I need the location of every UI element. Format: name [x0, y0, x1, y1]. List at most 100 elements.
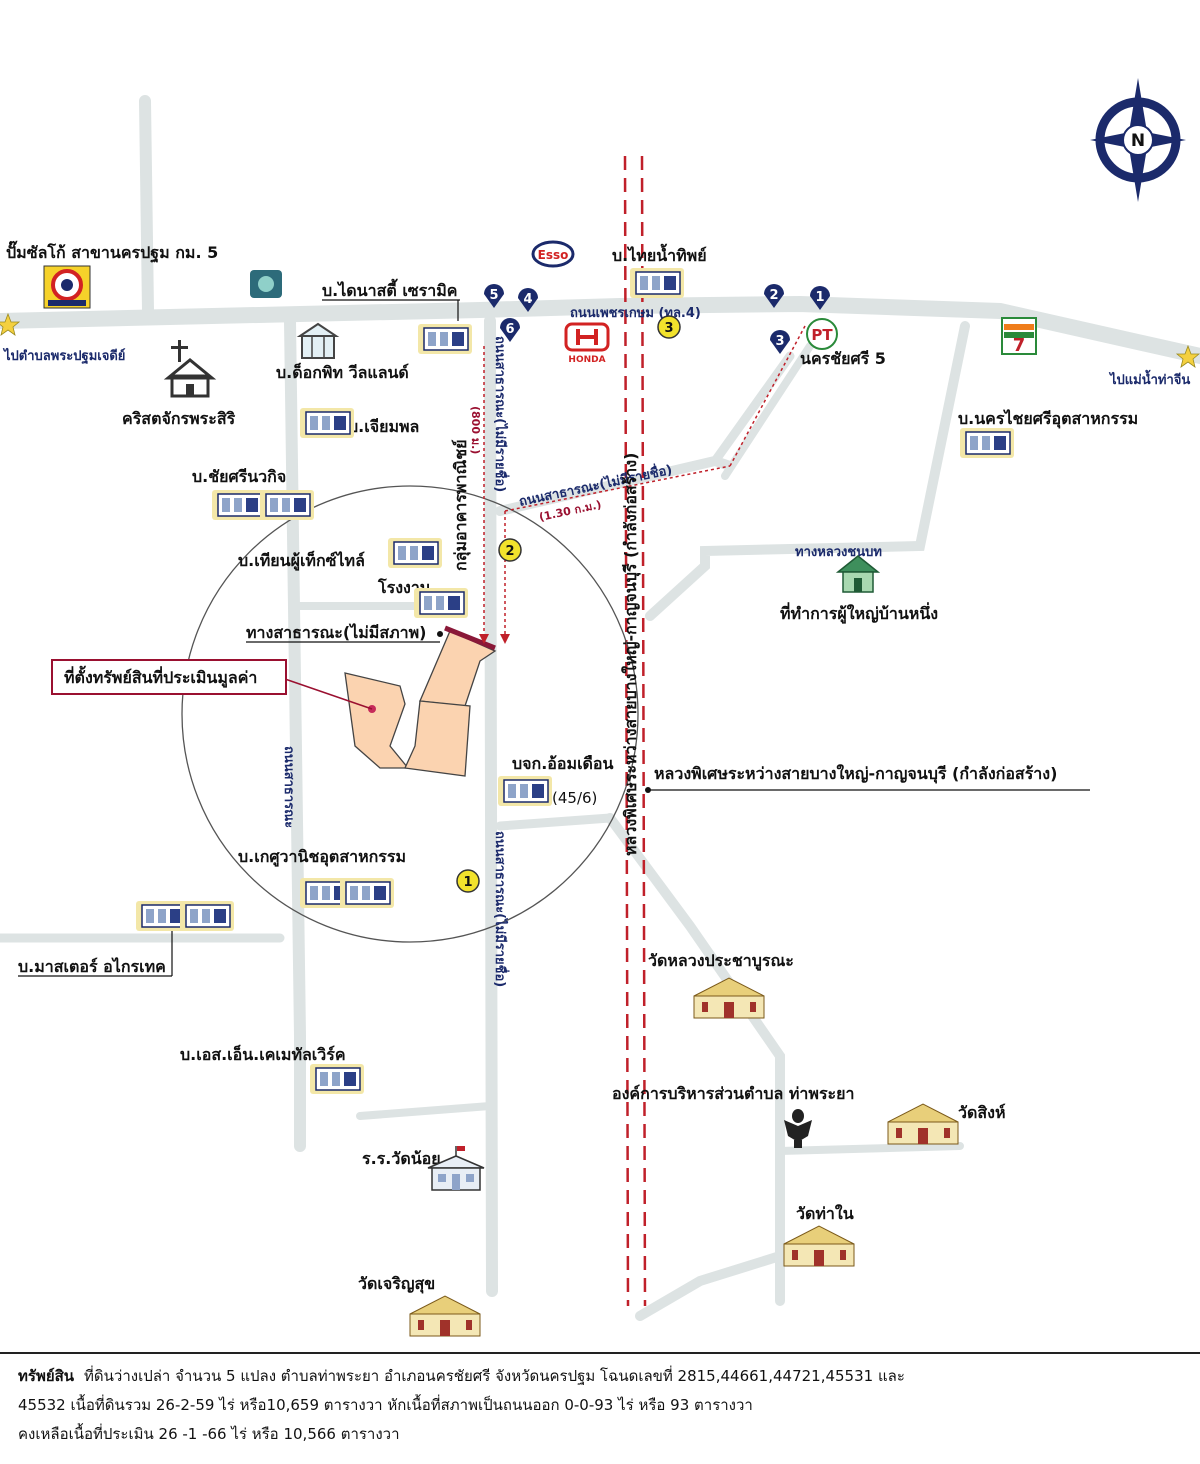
north-compass-icon: N: [1090, 78, 1186, 202]
road-phetkasem: [0, 295, 1200, 364]
blue-pin-marker: 6: [500, 318, 520, 342]
label-wat-luang: วัดหลวงประชาบูรณะ: [648, 951, 794, 972]
label-motorway-vertical: หลวงพิเศษระหว่างสายบางใหญ่-กาญจนบุรี (กำ…: [621, 453, 641, 856]
label-wat-sing: วัดสิงห์: [958, 1103, 1006, 1122]
road-soi-right: [776, 1142, 964, 1155]
greenhouse-icon: [296, 322, 340, 359]
temple-icon-wat-charoen: [409, 1295, 481, 1337]
building-icon: [179, 900, 235, 932]
label-village-head-office: ที่ทำการผู้ใหญ่บ้านหนึ่ง: [780, 602, 938, 625]
label-thian-textile: บ.เทียนผู้เท็กซ์ไทล์: [238, 549, 365, 572]
svg-text:5: 5: [489, 288, 498, 303]
building-icon: [417, 323, 473, 355]
temple-icon-wat-tha-nai: [783, 1225, 855, 1267]
blue-pin-marker: 4: [518, 288, 538, 312]
label-tambon-office: องค์การบริหารส่วนตำบล ท่าพระยา: [612, 1084, 854, 1103]
description-line-3: คงเหลือเนื้อที่ประเมิน 26 -1 -66 ไร่ หรื…: [18, 1425, 400, 1443]
road-diag-nakhon: [710, 351, 795, 466]
house-icon: [835, 555, 881, 593]
label-master-agro: บ.มาสเตอร์ อไกรเทค: [18, 957, 166, 976]
label-soi-left: ถนนสาธารณะ: [281, 746, 296, 828]
esso-logo: Esso: [531, 240, 575, 268]
blue-pin-marker: 3: [770, 330, 790, 354]
compass-letter: N: [1131, 131, 1145, 151]
svg-text:1: 1: [463, 875, 472, 890]
church-icon: [163, 340, 217, 398]
building-icon: [299, 407, 355, 439]
label-wat-tha-nai: วัดท่าใน: [796, 1204, 854, 1223]
label-dockpit: บ.ด็อกพิท วีลแลนด์: [276, 361, 409, 382]
petrol-station-logo-icon: [43, 265, 91, 309]
svg-text:1: 1: [815, 290, 824, 305]
callout-leader: [284, 678, 373, 710]
road-center-vertical: [484, 315, 498, 1297]
svg-text:2: 2: [769, 288, 778, 303]
building-icon: [629, 267, 685, 299]
building-icon: [259, 489, 315, 521]
yellow-marker: 2: [498, 538, 522, 562]
label-public-way: ทางสาธารณะ(ไม่มีสภาพ): [246, 623, 426, 642]
svg-text:7: 7: [1013, 335, 1026, 356]
svg-text:Esso: Esso: [538, 248, 569, 262]
label-petrol-station: ปั๊มซัลโก้ สาขานครปฐม กม. 5: [6, 240, 218, 263]
label-om-duean: บจก.อ้อมเดือน: [512, 754, 614, 773]
subject-callout-box: [51, 659, 287, 695]
road-diag-right: [721, 342, 814, 480]
distance-arrows: [483, 325, 806, 636]
road-left-vertical: [284, 315, 306, 1152]
star-icon-left: [0, 312, 21, 336]
road-network: [0, 95, 1200, 1321]
label-village-road: ทางหลวงชนบท: [795, 545, 882, 560]
label-church: คริสตจักรพระสิริ: [122, 409, 236, 428]
pt-logo: PT: [806, 318, 838, 350]
yellow-marker: 1: [456, 869, 480, 893]
building-icon: [309, 1063, 365, 1095]
description-line-2: 45532 เนื้อที่ดินรวม 26-2-59 ไร่ หรือ10,…: [18, 1396, 753, 1414]
road-south-diag: [605, 813, 785, 1306]
label-phetkasem-road: ถนนเพชรเกษม (ทล.4): [570, 306, 701, 321]
subject-parcels: [344, 630, 497, 777]
motorway-under-construction: [623, 155, 647, 1307]
temple-icon-wat-luang: [693, 977, 765, 1019]
road-crossing: [495, 813, 615, 831]
road-rural: [645, 321, 970, 621]
svg-text:HONDA: HONDA: [568, 355, 605, 365]
seven-eleven-logo: 7: [1001, 317, 1037, 356]
blue-pin-marker: 1: [810, 286, 830, 310]
garuda-emblem-icon: [784, 1109, 812, 1148]
road-north-left: [139, 95, 154, 317]
label-dynasty: บ.ไดนาสตี้ เซรามิค: [322, 278, 457, 300]
blue-pin-marker: 5: [484, 284, 504, 308]
label-nakhon-chai-si-industry: บ.นครไชยศรีอุตสาหกรรม: [958, 409, 1138, 429]
description-text-1: ที่ดินว่างเปล่า จำนวน 5 แปลง ตำบลท่าพระย…: [84, 1367, 905, 1385]
building-icon: [413, 587, 469, 619]
building-icon: [387, 537, 443, 569]
label-public-road-vertical-bottom: ถนนสาธารณะ(ไม่มีรายชื่อ): [492, 831, 510, 987]
svg-text:4: 4: [523, 292, 532, 307]
building-icon: [339, 877, 395, 909]
svg-text:3: 3: [664, 321, 673, 336]
label-motorway: หลวงพิเศษระหว่างสายบางใหญ่-กาญจนบุรี (กำ…: [654, 764, 1057, 784]
building-icon: [497, 775, 553, 807]
label-distance-800: (800 ม.): [469, 406, 482, 454]
svg-text:2: 2: [505, 544, 514, 559]
label-chiamphon: บ.เจียมพล: [348, 417, 419, 436]
road-south-bottom: [635, 1251, 785, 1321]
label-kasuwanich: บ.เกศูวานิชอุตสาหกรรม: [238, 847, 406, 868]
label-chaisri-nawakit: บ.ชัยศรีนวกิจ: [192, 467, 286, 486]
label-school: ร.ร.วัดน้อย: [362, 1149, 441, 1168]
label-group-industrial: กลุ่มอาคารพาณิชย์: [451, 439, 471, 571]
label-to-pathom: ไปตำบลพระปฐมเจดีย์: [2, 347, 125, 365]
label-wat-charoen: วัดเจริญสุข: [358, 1274, 435, 1294]
school-icon: [427, 1146, 485, 1191]
label-subject-property: ที่ตั้งทรัพย์สินที่ประเมินมูลค่า: [64, 665, 257, 689]
blue-pin-marker: 2: [764, 284, 784, 308]
star-icon-right: [1175, 344, 1200, 368]
label-om-duean-no: (45/6): [552, 789, 597, 807]
radius-circle: [181, 485, 639, 943]
bank-logo-icon: [250, 270, 282, 298]
label-sn-metal: บ.เอส.เอ็น.เคเมทัลเวิร์ค: [180, 1043, 346, 1064]
yellow-marker: 3: [657, 315, 681, 339]
label-public-road-vertical-top: ถนนสาธารณะ(ไม่มีรายชื่อ): [492, 336, 510, 492]
